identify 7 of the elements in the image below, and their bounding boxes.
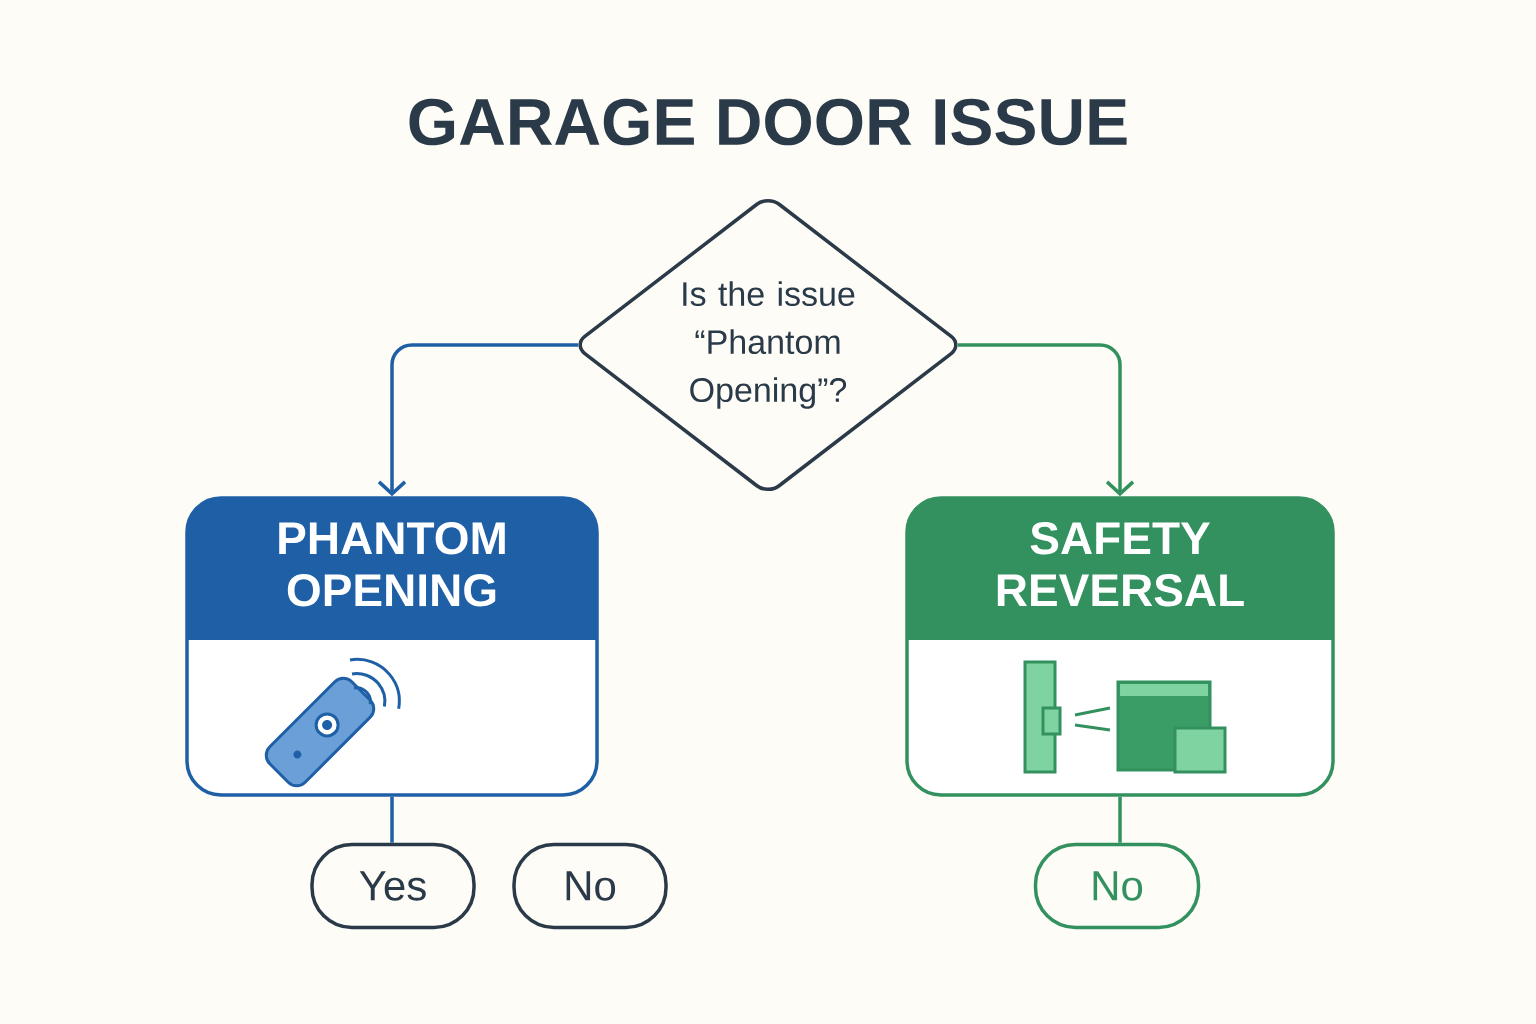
- connector-arrow: [957, 343, 1135, 497]
- answer-pill: Yes: [310, 842, 476, 930]
- answer-pill: No: [512, 842, 668, 930]
- result-card: PHANTOM OPENING: [185, 496, 599, 797]
- connector-arrow: [377, 343, 579, 497]
- answer-pill: No: [1033, 842, 1201, 930]
- title: GARAGE DOOR ISSUE: [409, 98, 1127, 146]
